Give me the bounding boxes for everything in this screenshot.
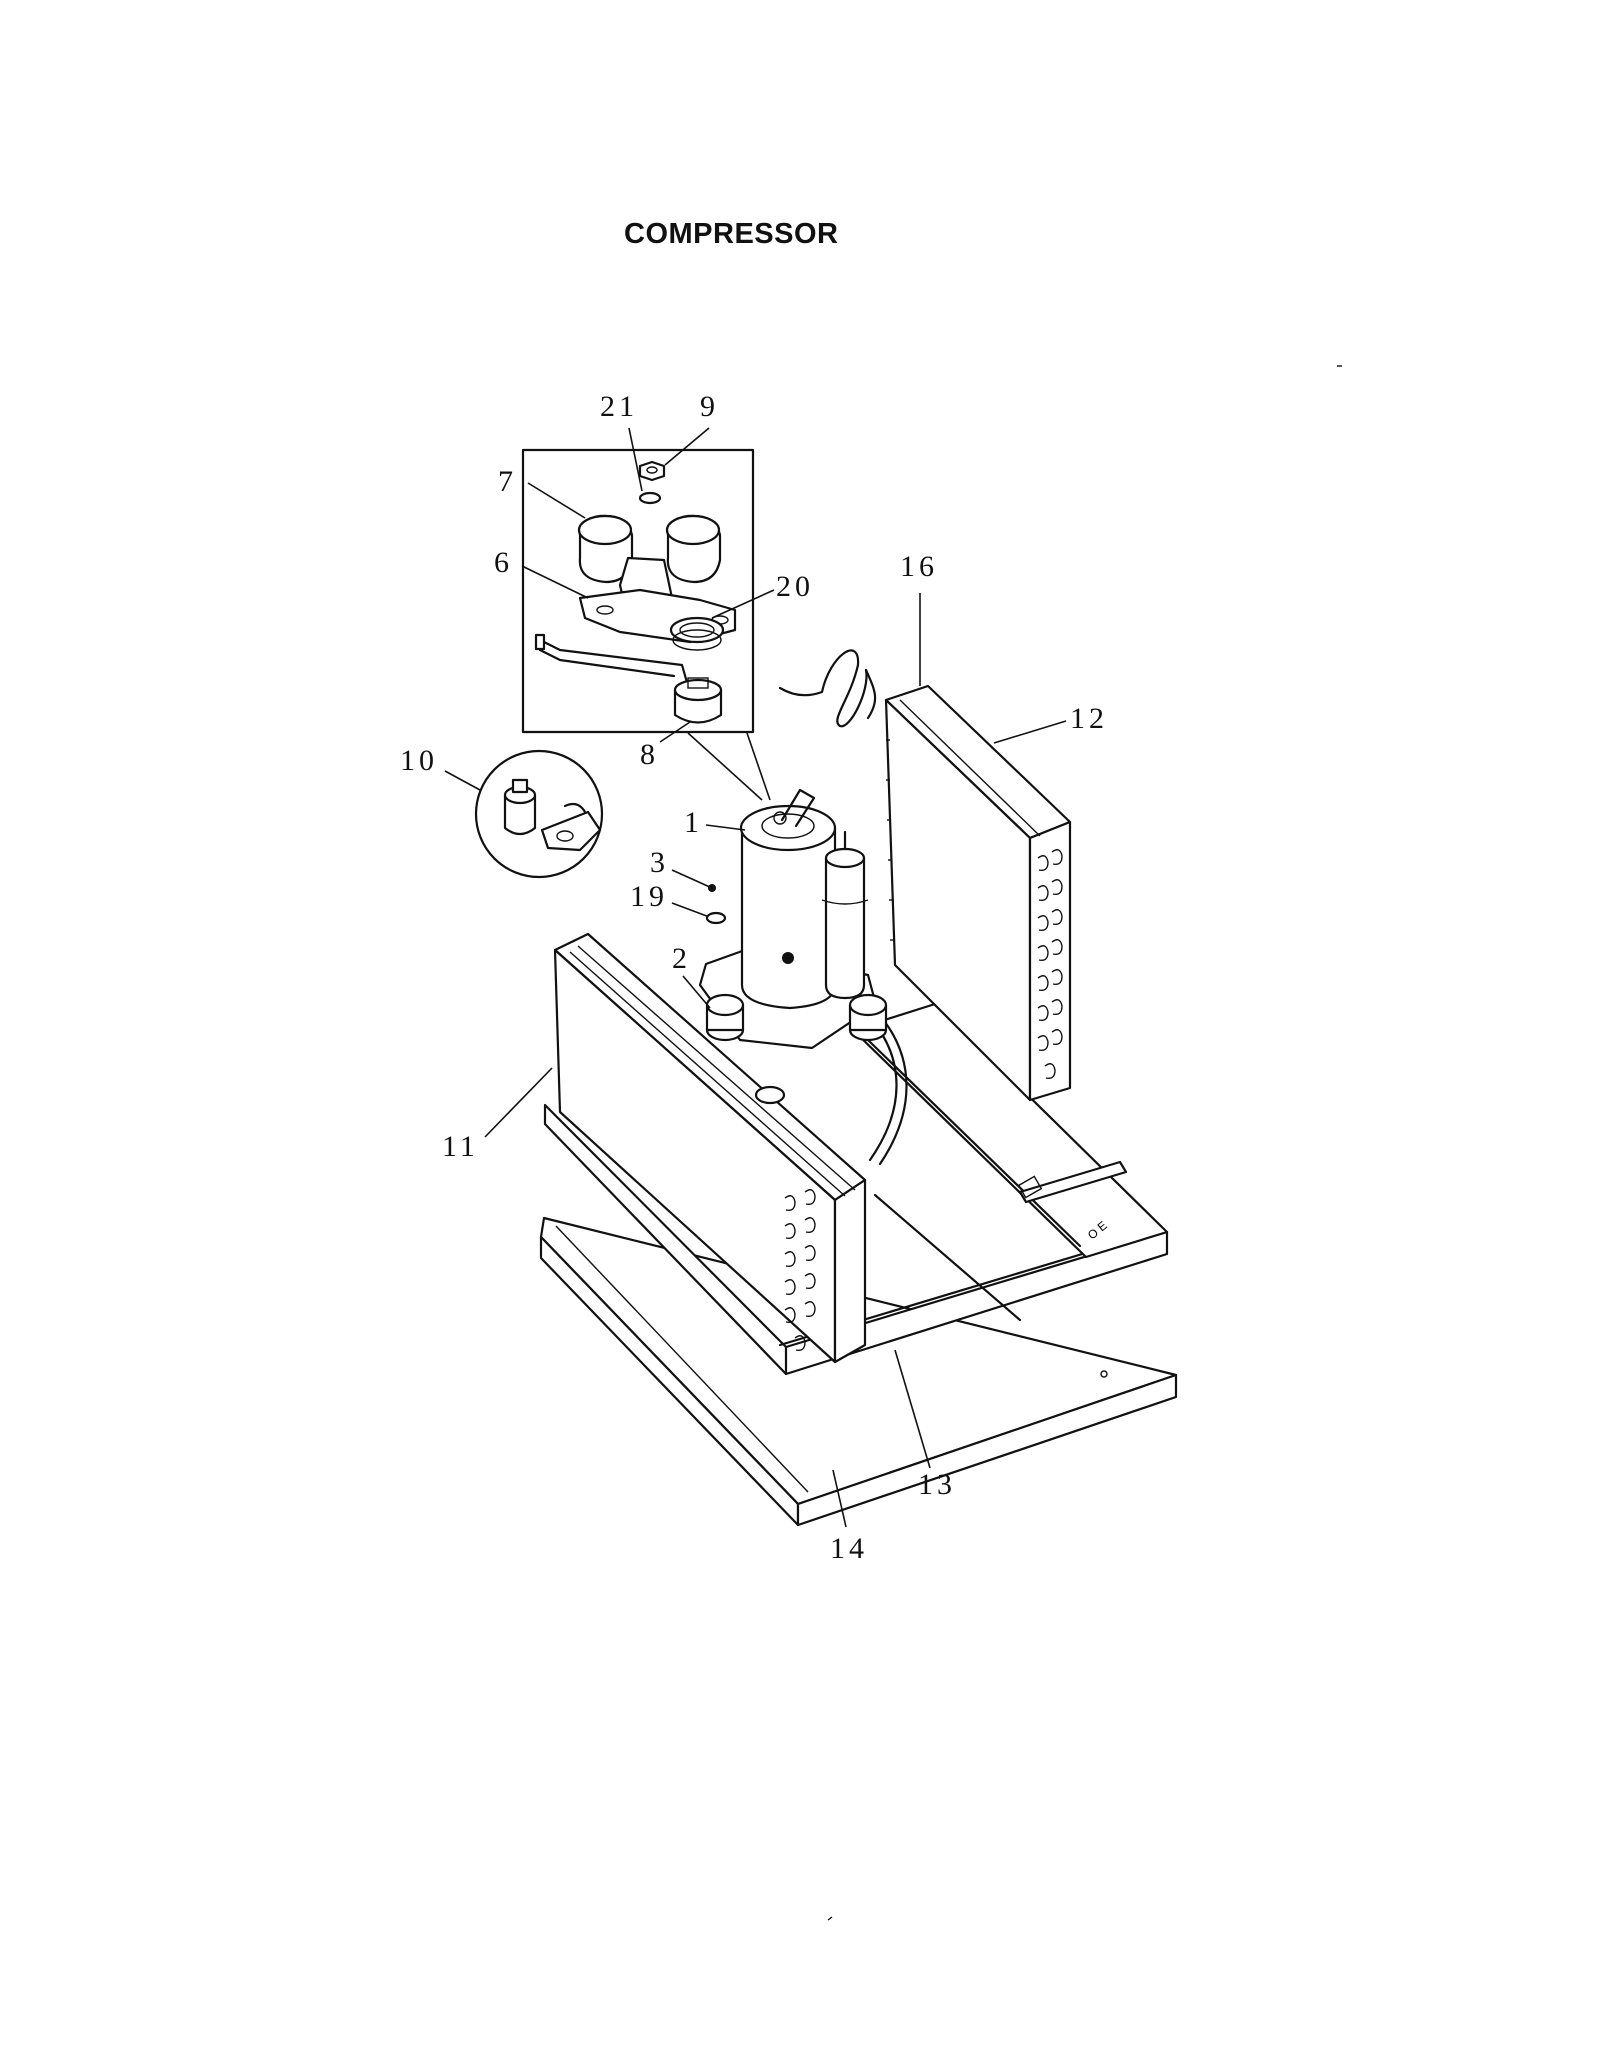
diagram-title-text: COMPRESSOR: [624, 218, 839, 250]
callout-20: 20: [776, 570, 814, 603]
callout-9: 9: [700, 390, 719, 423]
refrigerant-line-inner: [878, 1016, 908, 1166]
compressor: [698, 788, 888, 1105]
detail-circle-inset: [474, 749, 604, 879]
callout-16: 16: [900, 550, 938, 583]
callout-19: 19: [630, 880, 668, 913]
callout-2: 2: [672, 942, 691, 975]
callout-14: 14: [830, 1532, 868, 1565]
left-condenser: [553, 932, 867, 1364]
detail-inset-box: [521, 448, 771, 801]
callout-10: 10: [400, 744, 438, 777]
callout-3: 3: [650, 846, 669, 879]
callout-8: 8: [640, 738, 659, 771]
leader-lines: [444, 427, 1067, 1528]
callout-6: 6: [494, 546, 513, 579]
callout-21: 21: [600, 390, 638, 423]
right-condenser: [884, 684, 1072, 1102]
callout-13: 13: [918, 1468, 956, 1501]
base-pan: [539, 1216, 1178, 1527]
callout-11: 11: [442, 1130, 479, 1163]
callout-12: 12: [1070, 702, 1108, 735]
capillary-coil: [778, 649, 877, 728]
callout-1: 1: [684, 806, 703, 839]
callout-7: 7: [498, 465, 517, 498]
